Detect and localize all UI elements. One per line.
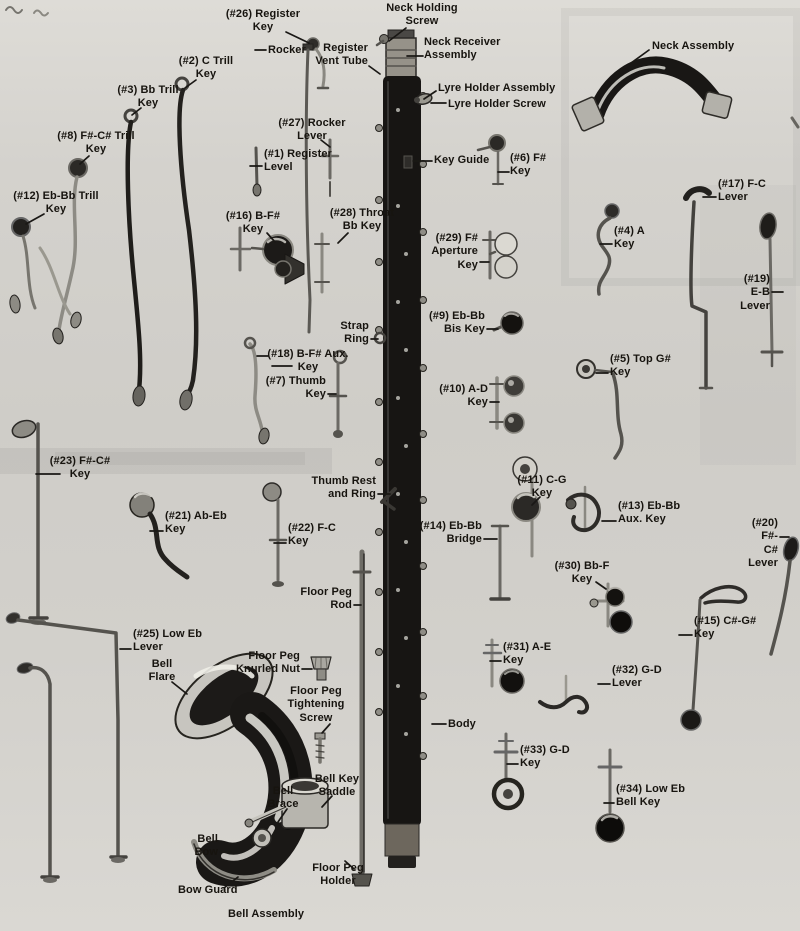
key-31-a-e: [482, 638, 525, 694]
label-key-guide: Key Guide: [434, 154, 490, 166]
label-fs-aperture-key-29: (#29) F# Aperture Key: [431, 232, 478, 271]
key-17-f-c-lever: [683, 186, 714, 390]
key-25-low-eb-lever: [5, 612, 128, 863]
key-7-thumb: [328, 349, 348, 438]
label-register-key-26: (#26) Register Key: [225, 8, 301, 34]
label-bell-assembly: Bell Assembly: [228, 908, 305, 920]
label-fs-cs-key-23: (#23) F#-C# Key: [49, 455, 111, 481]
label-floor-peg-rod: Floor Peg Rod: [300, 586, 352, 612]
label-bb-trill-key-3: (#3) Bb Trill Key: [117, 84, 179, 110]
label-g-d-key-33: (#33) G-D Key: [520, 744, 570, 770]
label-throat-bb-key-28: (#28) Throat Bb Key: [329, 207, 395, 233]
floor-peg-rod-part: [351, 549, 373, 887]
label-f-c-lever-17: (#17) F-C Lever: [718, 178, 766, 204]
key-13-eb-bb-aux: [565, 485, 601, 533]
key-11-c-g: [511, 456, 541, 558]
label-floor-peg-holder: Floor Peg Holder: [312, 862, 364, 888]
label-f-c-key-22: (#22) F-C Key: [288, 522, 336, 548]
thumb-rest-part: [380, 487, 397, 511]
key-30-bb-f: [589, 582, 633, 634]
label-bow-guard: Bow Guard: [178, 884, 238, 896]
key-12-eb-bb-trill: [9, 217, 82, 329]
key-1-register-level: [252, 146, 262, 197]
label-neck-receiver-assembly: Neck Receiver Assembly: [424, 36, 501, 62]
neck-assembly-part: [571, 56, 733, 132]
key-22-f-c: [262, 482, 288, 587]
label-b-fs-aux-key-18: (#18) B-F# Aux. Key: [267, 348, 349, 374]
key-24-e-b: [16, 662, 60, 883]
label-bell-flare: Bell Flare: [148, 658, 176, 684]
key-15-cs-gs: [680, 585, 748, 731]
label-top-gs-key-5: (#5) Top G# Key: [610, 353, 671, 379]
key-29-fs-aperture: [482, 230, 518, 280]
label-eb-bb-bis-key-9: (#9) Eb-Bb Bis Key: [429, 310, 485, 336]
label-b-fs-key-16: (#16) B-F# Key: [225, 210, 281, 236]
body-tube: [375, 29, 427, 868]
label-thumb-key-7: (#7) Thumb Key: [265, 375, 326, 401]
label-c-trill-key-2: (#2) C Trill Key: [178, 55, 234, 81]
key-2-c-trill: [174, 76, 199, 411]
label-cs-gs-key-15: (#15) C#-G# Key: [694, 615, 757, 641]
label-register-vent-tube: Register Vent Tube: [315, 42, 368, 68]
label-rocker: Rocker: [268, 44, 306, 56]
label-lyre-holder-screw: Lyre Holder Screw: [448, 98, 546, 110]
label-fs-cs-trill-key-8: (#8) F#-C# Trill Key: [57, 130, 135, 156]
label-c-g-key-11: (#11) C-G Key: [517, 474, 567, 500]
key-19-e-b-lever: [759, 212, 784, 368]
label-eb-bb-aux-key-13: (#13) Eb-Bb Aux. Key: [618, 500, 681, 526]
key-3-bb-trill: [123, 108, 146, 407]
label-neck-holding-screw: Neck Holding Screw: [386, 2, 458, 28]
label-bb-f-key-30: (#30) Bb-F Key: [554, 560, 610, 586]
label-register-level-1: (#1) Register Level: [264, 148, 332, 174]
floor-peg-knurled-nut-part: [310, 656, 332, 681]
key-33-g-d: [491, 732, 525, 811]
label-rocker-lever-27: (#27) Rocker Lever: [278, 117, 346, 143]
label-a-d-key-10: (#10) A-D Key: [439, 383, 488, 409]
label-a-key-4: (#4) A Key: [614, 225, 645, 251]
key-21-ab-eb: [129, 492, 190, 580]
label-f-key-6: (#6) F# Key: [510, 152, 547, 178]
key-8-fs-cs-trill: [52, 158, 88, 345]
label-bell-key-saddle: Bell Key Saddle: [314, 773, 360, 799]
label-g-d-lever-32: (#32) G-D Lever: [612, 664, 662, 690]
label-low-eb-lever-25: (#25) Low Eb Lever: [133, 628, 203, 654]
bell-assembly-part: [174, 652, 329, 887]
strap-ring-part: [373, 331, 387, 345]
key-20-fs-cs-lever: [769, 536, 800, 656]
key-9-eb-bb-bis: [492, 311, 524, 335]
label-e-b-lever-19: (#19) E-B Lever: [740, 273, 770, 312]
key-34-low-eb-bell: [595, 748, 625, 843]
label-body: Body: [448, 718, 476, 730]
key-5-top-gs: [576, 359, 624, 460]
label-floor-peg-tightening-screw: Floor Peg Tightening Screw: [287, 685, 345, 724]
key-4-a: [596, 203, 620, 296]
leader-lines: [25, 27, 790, 889]
label-fs-cs-lever-20: (#20) F#-C# Lever: [748, 517, 778, 570]
label-floor-peg-knurled-nut: Floor Peg Knurled Nut: [235, 650, 300, 676]
label-ab-eb-key-21: (#21) Ab-Eb Key: [165, 510, 227, 536]
label-bell-brace: Bell Brace: [267, 785, 299, 811]
label-eb-bb-bridge-14: (#14) Eb-Bb Bridge: [419, 520, 482, 546]
label-bell-bow: Bell Bow: [194, 833, 218, 859]
floor-peg-tightening-screw-part: [314, 732, 326, 764]
label-a-e-key-31: (#31) A-E Key: [503, 641, 552, 667]
label-lyre-holder-assembly: Lyre Holder Assembly: [438, 82, 556, 94]
key-10-a-d: [489, 375, 525, 434]
label-strap-ring: Strap Ring: [340, 320, 369, 346]
key-32-g-d-lever: [538, 674, 590, 715]
neck-holding-screw-part: [375, 34, 389, 47]
key-18-b-fs-aux: [243, 336, 270, 445]
label-eb-bb-trill-key-12: (#12) Eb-Bb Trill Key: [13, 190, 99, 216]
key-guide-part: [403, 155, 413, 169]
key-6-f: [476, 134, 506, 186]
ghost-marks: [0, 6, 800, 474]
label-thumb-rest-ring: Thumb Rest and Ring: [311, 475, 376, 501]
key-14-eb-bb-bridge: [489, 524, 511, 601]
rocker-part: [302, 43, 314, 334]
label-low-eb-bell-key-34: (#34) Low Eb Bell Key: [616, 783, 686, 809]
key-28-throat-bb: [274, 232, 330, 294]
label-neck-assembly: Neck Assembly: [652, 40, 735, 52]
